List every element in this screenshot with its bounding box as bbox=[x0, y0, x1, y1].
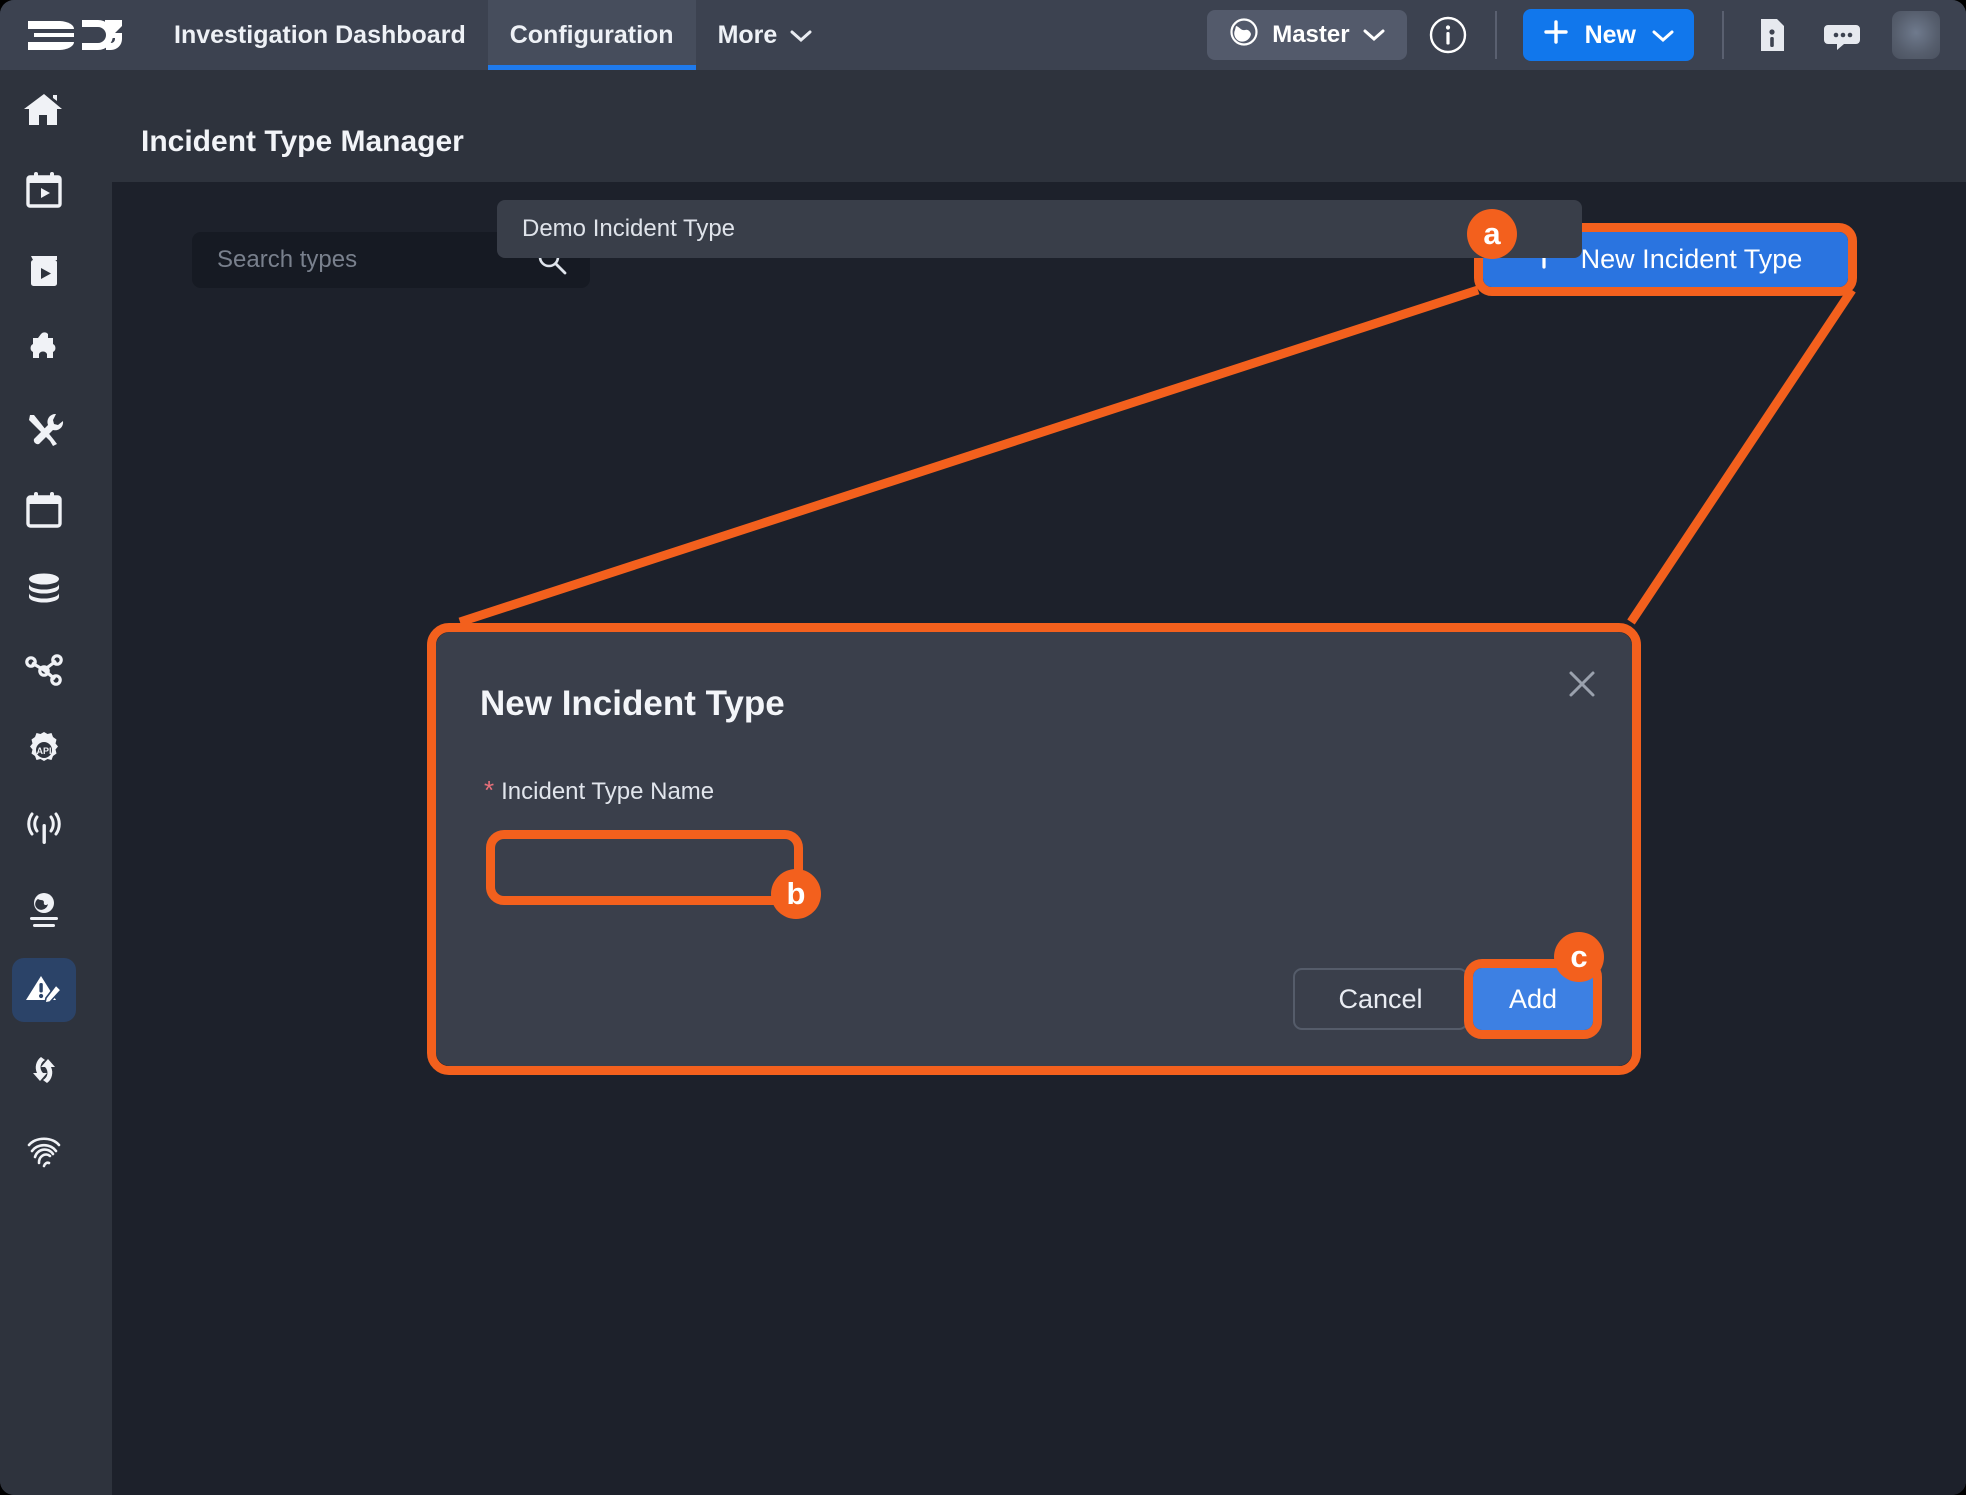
field-label-text: Incident Type Name bbox=[501, 778, 715, 805]
top-navigation-bar: Investigation Dashboard Configuration Mo… bbox=[0, 0, 1966, 70]
info-circle-icon[interactable] bbox=[1427, 14, 1469, 56]
dialog-title: New Incident Type bbox=[480, 684, 785, 723]
search-input[interactable] bbox=[192, 246, 536, 274]
chevron-down-icon bbox=[790, 21, 812, 50]
user-avatar[interactable] bbox=[1892, 11, 1940, 59]
nav-tab-label: Configuration bbox=[509, 20, 674, 49]
topbar-right-group: Master New bbox=[1207, 0, 1966, 70]
sidebar-item-broadcast[interactable] bbox=[12, 798, 76, 862]
sidebar-item-calendar[interactable] bbox=[12, 478, 76, 542]
toolbar-divider bbox=[1494, 11, 1497, 59]
globe-lines-icon bbox=[23, 889, 65, 931]
callout-marker-b: b bbox=[771, 869, 821, 919]
book-play-icon bbox=[23, 249, 65, 291]
calendar-icon bbox=[23, 489, 65, 531]
sidebar-item-database[interactable] bbox=[12, 558, 76, 622]
cancel-button[interactable]: Cancel bbox=[1293, 968, 1468, 1030]
sidebar-item-integrations[interactable] bbox=[12, 318, 76, 382]
warning-pencil-icon bbox=[23, 969, 65, 1011]
close-icon[interactable] bbox=[1559, 661, 1605, 707]
sidebar-item-relations[interactable] bbox=[12, 638, 76, 702]
sidebar-item-incident-type-manager[interactable] bbox=[12, 958, 76, 1022]
home-icon bbox=[23, 89, 65, 131]
new-incident-type-label: New Incident Type bbox=[1580, 244, 1803, 274]
new-button[interactable]: New bbox=[1522, 9, 1694, 61]
chat-bubble-icon[interactable] bbox=[1822, 15, 1862, 55]
incident-type-name-input[interactable]: Demo Incident Type bbox=[497, 200, 1582, 258]
database-icon bbox=[23, 569, 65, 611]
nav-configuration[interactable]: Configuration bbox=[487, 0, 696, 70]
sidebar-item-forensics[interactable] bbox=[12, 1118, 76, 1182]
toolbar-divider bbox=[1722, 11, 1724, 59]
new-incident-type-dialog: New Incident Type * Incident Type Name bbox=[436, 632, 1632, 1066]
globe-icon bbox=[1229, 17, 1259, 54]
new-button-label: New bbox=[1584, 20, 1636, 49]
puzzle-piece-icon bbox=[23, 329, 65, 371]
site-selector-label: Master bbox=[1272, 21, 1350, 48]
page-title: Incident Type Manager bbox=[141, 125, 464, 158]
nav-tab-label: Investigation Dashboard bbox=[174, 20, 466, 49]
sidebar-item-sync[interactable] bbox=[12, 1038, 76, 1102]
callout-marker-c: c bbox=[1554, 932, 1604, 982]
incident-type-name-label: * Incident Type Name bbox=[484, 775, 714, 806]
nav-tab-label: More bbox=[717, 20, 778, 49]
sidebar-item-tools[interactable] bbox=[12, 398, 76, 462]
d3-logo[interactable] bbox=[26, 16, 124, 54]
sidebar-navigation: API bbox=[0, 70, 89, 1495]
nav-more[interactable]: More bbox=[696, 0, 835, 70]
calendar-play-icon bbox=[23, 169, 65, 211]
sidebar-item-global[interactable] bbox=[12, 878, 76, 942]
wrench-screwdriver-icon bbox=[23, 409, 65, 451]
fingerprint-icon bbox=[23, 1129, 65, 1171]
svg-text:API: API bbox=[36, 746, 51, 756]
site-selector[interactable]: Master bbox=[1207, 10, 1407, 60]
sync-arrows-icon bbox=[23, 1049, 65, 1091]
chevron-down-icon bbox=[1363, 21, 1385, 49]
chevron-down-icon bbox=[1652, 21, 1674, 50]
sidebar-item-api[interactable]: API bbox=[12, 718, 76, 782]
document-info-icon[interactable] bbox=[1752, 15, 1792, 55]
plus-icon bbox=[1543, 19, 1569, 52]
callout-marker-a: a bbox=[1467, 209, 1517, 259]
incident-type-name-value: Demo Incident Type bbox=[522, 215, 736, 242]
share-nodes-icon bbox=[23, 649, 65, 691]
nav-investigation-dashboard[interactable]: Investigation Dashboard bbox=[152, 0, 488, 70]
sidebar-item-playbook-calendar[interactable] bbox=[12, 158, 76, 222]
required-asterisk: * bbox=[484, 775, 495, 805]
sidebar-item-home[interactable] bbox=[12, 78, 76, 142]
sidebar-item-playbook-library[interactable] bbox=[12, 238, 76, 302]
gear-api-icon: API bbox=[23, 729, 65, 771]
add-button[interactable]: Add bbox=[1473, 968, 1593, 1030]
antenna-signal-icon bbox=[23, 809, 65, 851]
